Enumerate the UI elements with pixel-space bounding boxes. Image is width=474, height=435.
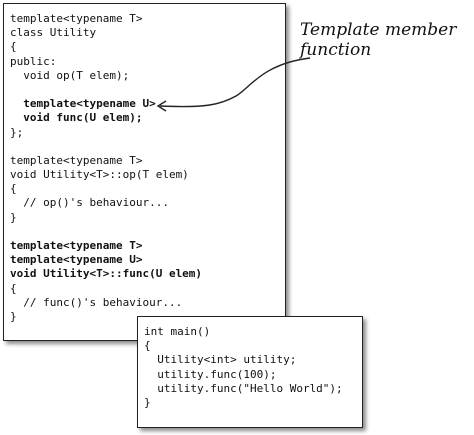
code-line: } — [144, 395, 151, 409]
code-line: class Utility — [10, 26, 97, 40]
code-line: // func()'s behaviour... — [10, 295, 183, 309]
code-line: void Utility<T>::op(T elem) — [10, 168, 189, 182]
code-line: { — [10, 40, 17, 54]
code-line: { — [10, 281, 17, 295]
code-line: { — [144, 339, 151, 353]
code-line: // op()'s behaviour... — [10, 196, 169, 210]
code-line: template<typename T> — [10, 153, 143, 167]
code-line: void func(U elem); — [10, 111, 143, 125]
main-code-lines: int main(){ Utility<int> utility; utilit… — [144, 325, 362, 410]
annotation-line-1: Template member — [300, 20, 457, 40]
annotation-line-2: function — [300, 40, 372, 60]
code-line: int main() — [144, 325, 211, 338]
code-line: template<typename T> — [10, 239, 143, 252]
code-line: template<typename U> — [10, 97, 156, 111]
code-line: utility.func("Hello World"); — [144, 381, 343, 395]
code-line: utility.func(100); — [144, 367, 277, 381]
code-line: } — [10, 210, 17, 224]
code-line: { — [10, 182, 17, 196]
code-line: template<typename U> — [10, 253, 143, 267]
class-code-lines: template<typename T>class Utility{public… — [10, 12, 285, 324]
code-line: } — [10, 309, 17, 323]
code-line: }; — [10, 125, 24, 139]
code-line: void Utility<T>::func(U elem) — [10, 267, 203, 281]
code-line: Utility<int> utility; — [144, 353, 297, 367]
code-line: template<typename T> — [10, 12, 143, 25]
code-line: void op(T elem); — [10, 68, 130, 82]
annotation-label: Template member function — [300, 20, 470, 60]
code-line: public: — [10, 54, 57, 68]
class-code-block: template<typename T>class Utility{public… — [3, 3, 286, 341]
main-code-block: int main(){ Utility<int> utility; utilit… — [137, 316, 363, 428]
